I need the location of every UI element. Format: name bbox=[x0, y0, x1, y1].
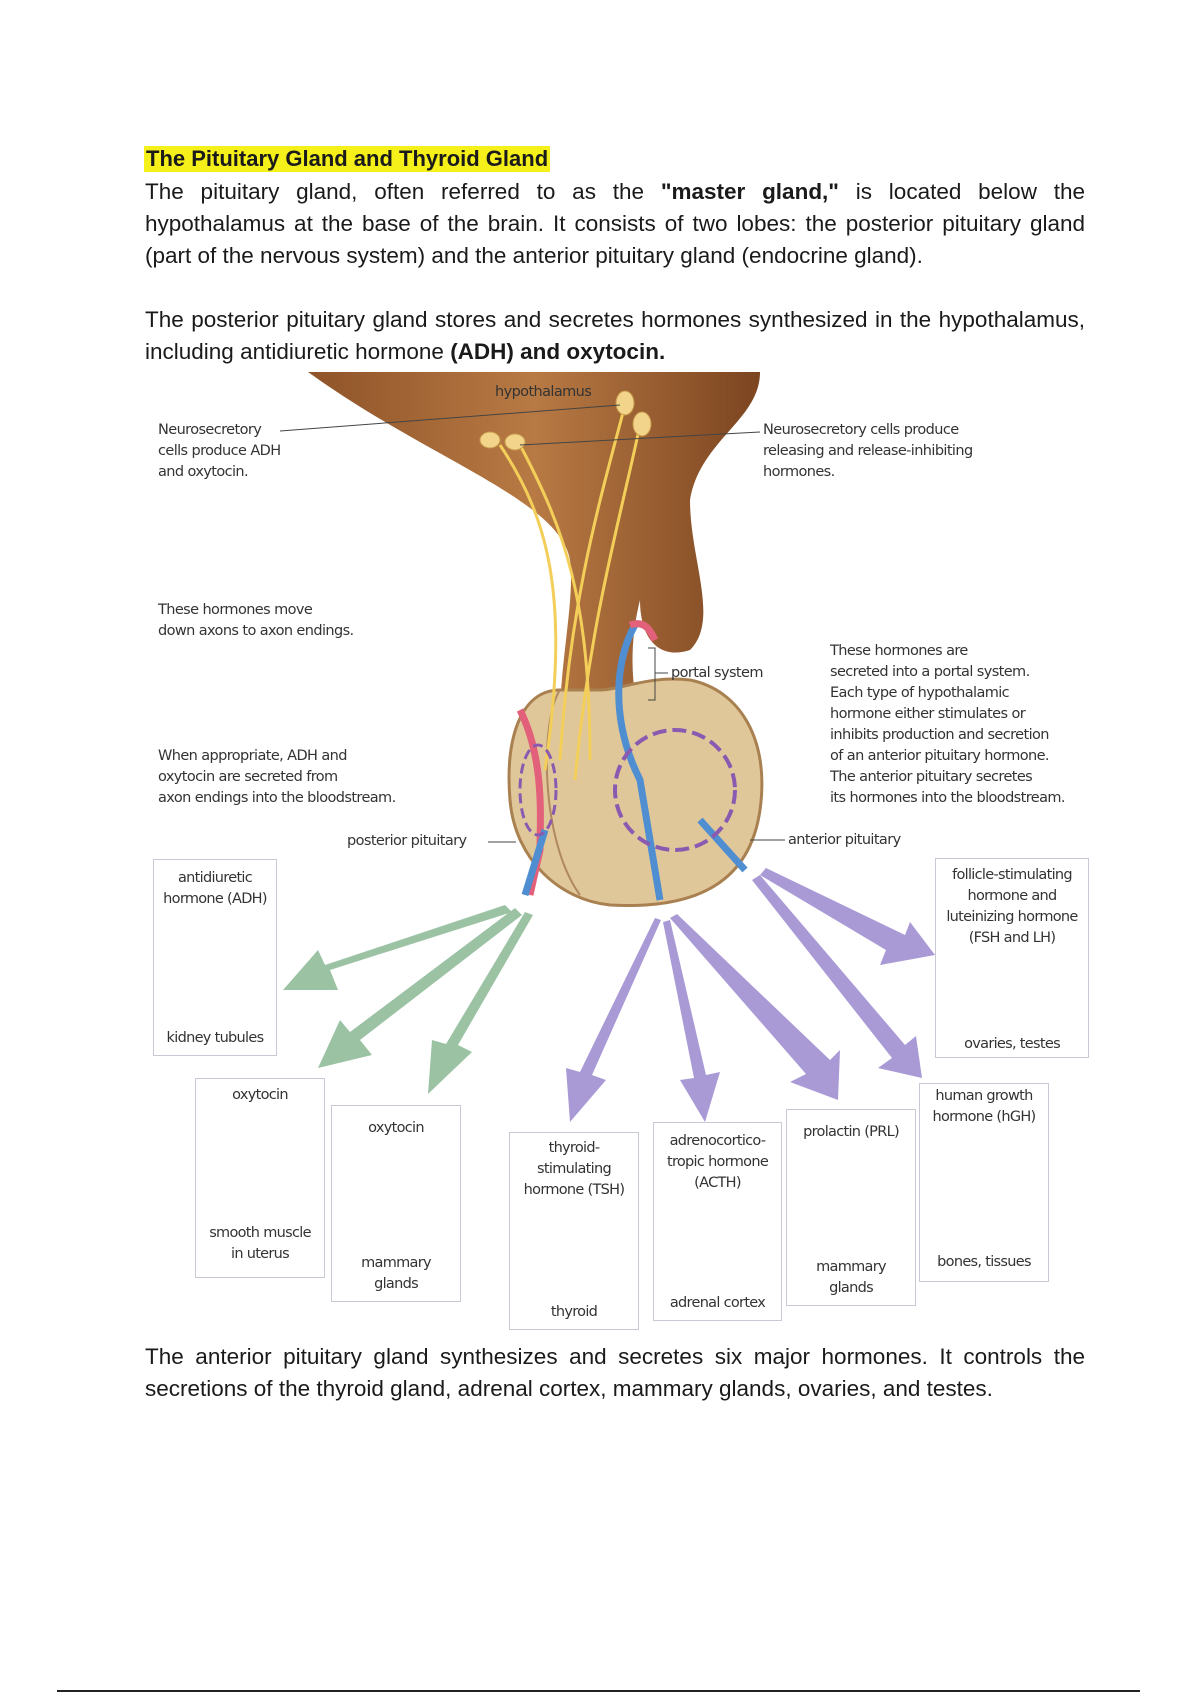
line: (ACTH) bbox=[694, 1175, 741, 1191]
label-line: hormone either stimulates or bbox=[830, 706, 1026, 722]
posterior-paragraph: The posterior pituitary gland stores and… bbox=[145, 304, 1085, 368]
label-line: These hormones move bbox=[158, 602, 313, 618]
box-fsh-lh: follicle-stimulating hormone and luteinizi… bbox=[935, 858, 1089, 1058]
label-line: and oxytocin. bbox=[158, 464, 249, 480]
label-line: cells produce ADH bbox=[158, 443, 281, 459]
label-line: releasing and release-inhibiting bbox=[763, 443, 973, 459]
text: The pituitary gland, often referred to a… bbox=[145, 179, 661, 204]
line: in uterus bbox=[230, 1246, 290, 1262]
box-target: kidney tubules bbox=[166, 1030, 265, 1046]
intro-paragraph: The pituitary gland, often referred to a… bbox=[145, 176, 1085, 272]
label-line: Neurosecretory bbox=[158, 422, 262, 438]
label-neurosecretory-anterior: Neurosecretory cells produce releasing an… bbox=[763, 420, 973, 483]
label-line: inhibits production and secretion bbox=[830, 727, 1049, 743]
box-target: thyroid bbox=[550, 1304, 598, 1320]
box-adh: antidiuretic hormone (ADH) kidney tubules bbox=[153, 859, 277, 1056]
line: human growth bbox=[935, 1088, 1033, 1104]
label-line: secreted into a portal system. bbox=[830, 664, 1030, 680]
box-target: ovaries, testes bbox=[964, 1036, 1061, 1052]
label-line: When appropriate, ADH and bbox=[158, 748, 347, 764]
anterior-paragraph: The anterior pituitary gland synthesizes… bbox=[145, 1344, 1085, 1401]
box-title: oxytocin bbox=[368, 1120, 424, 1136]
box-tsh: thyroid-stimulating hormone (TSH) thyroid bbox=[509, 1132, 639, 1330]
line: hormone (TSH) bbox=[523, 1182, 625, 1198]
line: hormone (ADH) bbox=[163, 891, 267, 907]
label-line: down axons to axon endings. bbox=[158, 623, 354, 639]
line: glands bbox=[374, 1276, 419, 1292]
label-line: oxytocin are secreted from bbox=[158, 769, 338, 785]
box-title: follicle-stimulating hormone and luteinizi… bbox=[936, 865, 1088, 949]
posterior-pituitary-label: posterior pituitary bbox=[347, 833, 467, 849]
box-target: adrenal cortex bbox=[669, 1295, 766, 1311]
label-line: axon endings into the bloodstream. bbox=[158, 790, 396, 806]
bold-text: "master gland," bbox=[660, 179, 839, 204]
label-secretion: When appropriate, ADH and oxytocin are se… bbox=[158, 746, 396, 809]
box-title: adrenocortico-tropic hormone (ACTH) bbox=[654, 1131, 781, 1194]
box-target: bones, tissues bbox=[937, 1254, 1031, 1270]
label-line: These hormones are bbox=[830, 643, 968, 659]
line: follicle-stimulating bbox=[952, 867, 1073, 883]
text: is located below the hypothalamus at the… bbox=[145, 179, 1086, 268]
label-neurosecretory-posterior: Neurosecretory cells produce ADH and oxyto… bbox=[158, 420, 281, 483]
box-oxytocin-uterus: oxytocin smooth muscle in uterus bbox=[195, 1078, 325, 1278]
line: smooth muscle bbox=[209, 1225, 311, 1241]
label-line: Each type of hypothalamic bbox=[830, 685, 1010, 701]
posterior-arrows bbox=[283, 905, 533, 1094]
pituitary-shape bbox=[507, 677, 764, 908]
line: luteinizing hormone bbox=[946, 909, 1078, 925]
hypothalamus-label: hypothalamus bbox=[495, 384, 592, 400]
label-line: hormones. bbox=[763, 464, 835, 480]
line: glands bbox=[829, 1280, 874, 1296]
box-title: oxytocin bbox=[232, 1087, 288, 1103]
box-target: smooth muscle in uterus bbox=[196, 1223, 324, 1265]
line: thyroid- bbox=[548, 1140, 601, 1156]
line: hormone (hGH) bbox=[932, 1109, 1036, 1125]
label-line: The anterior pituitary secretes bbox=[830, 769, 1033, 785]
axons bbox=[498, 404, 642, 781]
section-title: The Pituitary Gland and Thyroid Gland bbox=[144, 146, 551, 172]
line: mammary bbox=[361, 1255, 431, 1271]
label-axons: These hormones move down axons to axon en… bbox=[158, 600, 354, 642]
box-title: thyroid-stimulating hormone (TSH) bbox=[510, 1138, 638, 1201]
text: The posterior pituitary gland stores and… bbox=[145, 307, 1085, 364]
footer-divider bbox=[57, 1690, 1140, 1692]
line: stimulating bbox=[537, 1161, 612, 1177]
box-prolactin: prolactin (PRL) mammary glands bbox=[786, 1109, 916, 1306]
box-target: mammary glands bbox=[787, 1257, 915, 1299]
box-hgh: human growth hormone (hGH) bones, tissues bbox=[919, 1083, 1049, 1282]
label-line: its hormones into the bloodstream. bbox=[830, 790, 1066, 806]
neuron-cells bbox=[479, 390, 652, 451]
portal-system-label: portal system bbox=[671, 665, 763, 681]
box-title: prolactin (PRL) bbox=[803, 1124, 900, 1140]
anterior-pituitary-label: anterior pituitary bbox=[788, 832, 901, 848]
box-title: human growth hormone (hGH) bbox=[920, 1086, 1048, 1128]
line: antidiuretic bbox=[177, 870, 253, 886]
line: hormone and bbox=[967, 888, 1057, 904]
box-title: antidiuretic hormone (ADH) bbox=[154, 868, 276, 910]
anterior-arrows bbox=[566, 868, 935, 1122]
box-oxytocin-mammary: oxytocin mammary glands bbox=[331, 1105, 461, 1302]
line: (FSH and LH) bbox=[968, 930, 1056, 946]
line: mammary bbox=[816, 1259, 886, 1275]
box-target: mammary glands bbox=[332, 1253, 460, 1295]
label-portal-description: These hormones are secreted into a portal… bbox=[830, 641, 1066, 809]
line: tropic hormone bbox=[666, 1154, 769, 1170]
label-line: Neurosecretory cells produce bbox=[763, 422, 959, 438]
line: adrenocortico- bbox=[669, 1133, 766, 1149]
label-line: of an anterior pituitary hormone. bbox=[830, 748, 1050, 764]
bold-text: (ADH) and oxytocin. bbox=[450, 339, 666, 364]
box-acth: adrenocortico-tropic hormone (ACTH) adren… bbox=[653, 1122, 782, 1321]
